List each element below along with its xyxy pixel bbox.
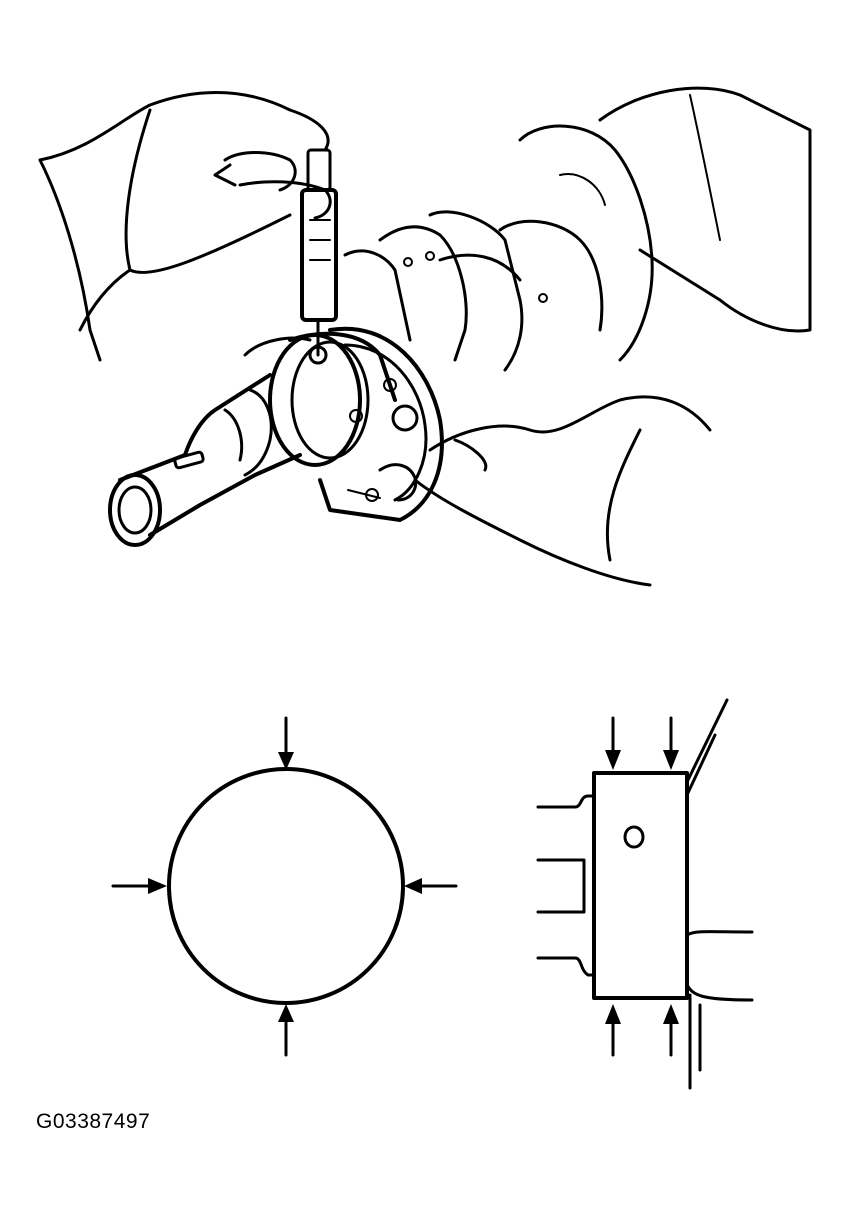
oil-hole [623,825,645,849]
arrow-left-icon [404,878,422,894]
arrow-down-icon [605,750,621,770]
crankshaft-measurement-scene [38,86,812,587]
figure-code-label: G03387497 [36,1110,151,1133]
arrow-up-icon [605,1004,621,1024]
arrow-down-icon [663,750,679,770]
upper-hand [38,91,332,362]
lower-hand [243,336,712,587]
micrometer [300,148,444,522]
arrow-up-icon [278,1004,294,1022]
crankshaft [108,86,812,547]
cross-section-diagram [111,716,458,1057]
side-view-diagram [536,698,754,1090]
arrow-right-icon [148,878,167,894]
journal-cross-section-circle [167,767,405,1005]
journal-side-view [592,771,689,1000]
arrow-down-icon [278,752,294,770]
arrow-up-icon [663,1004,679,1024]
